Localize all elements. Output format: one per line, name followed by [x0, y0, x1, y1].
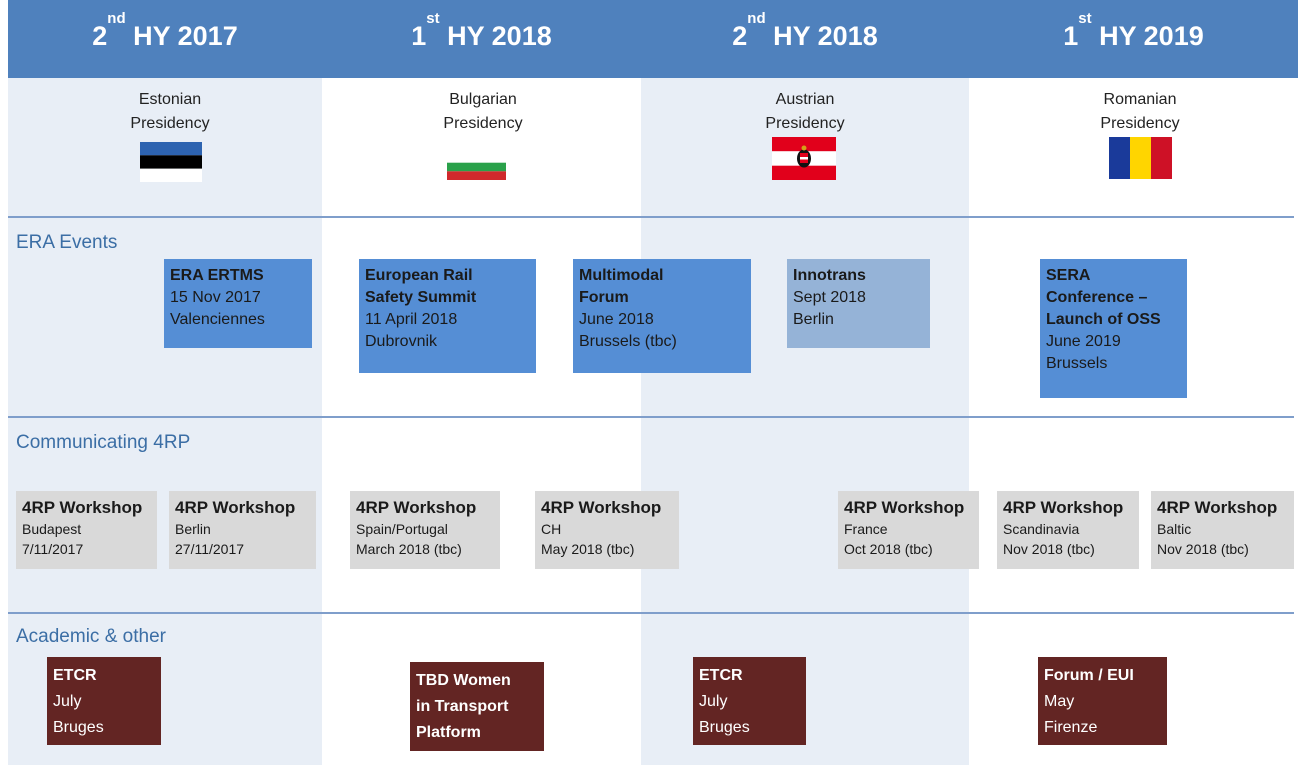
era-event-box: Innotrans Sept 2018 Berlin: [787, 259, 930, 348]
half-year-heading: 2nd HY 2017: [92, 10, 238, 51]
section-label-era-events: ERA Events: [16, 232, 118, 253]
estonia-flag: [140, 142, 202, 182]
era-event-box: SERA Conference – Launch of OSS June 201…: [1040, 259, 1187, 398]
workshop-box: 4RP Workshop Budapest 7/11/2017: [16, 491, 157, 569]
section-divider: [8, 416, 1294, 418]
academic-event-box: TBD Women in Transport Platform: [410, 662, 544, 751]
section-divider: [8, 216, 1294, 218]
section-label-academic: Academic & other: [16, 626, 166, 647]
era-event-box: ERA ERTMS 15 Nov 2017 Valenciennes: [164, 259, 312, 348]
half-year-heading: 1st HY 2018: [411, 10, 552, 51]
academic-event-box: Forum / EUI May Firenze: [1038, 657, 1167, 745]
half-year-heading: 2nd HY 2018: [732, 10, 878, 51]
section-label-communicating: Communicating 4RP: [16, 432, 191, 453]
timeline-header: [8, 0, 1298, 78]
workshop-box: 4RP Workshop Spain/Portugal March 2018 (…: [350, 491, 500, 569]
workshop-box: 4RP Workshop CH May 2018 (tbc): [535, 491, 679, 569]
romania-flag: [1109, 137, 1172, 179]
era-event-box: European Rail Safety Summit 11 April 201…: [359, 259, 536, 373]
workshop-box: 4RP Workshop Berlin 27/11/2017: [169, 491, 316, 569]
workshop-box: 4RP Workshop Baltic Nov 2018 (tbc): [1151, 491, 1294, 569]
column-shade-3: [641, 78, 969, 765]
workshop-box: 4RP Workshop Scandinavia Nov 2018 (tbc): [997, 491, 1139, 569]
bulgaria-flag: [447, 154, 506, 180]
workshop-box: 4RP Workshop France Oct 2018 (tbc): [838, 491, 979, 569]
academic-event-box: ETCR July Bruges: [47, 657, 161, 745]
half-year-heading: 1st HY 2019: [1063, 10, 1204, 51]
section-divider: [8, 612, 1294, 614]
austria-flag: [772, 137, 836, 180]
academic-event-box: ETCR July Bruges: [693, 657, 806, 745]
column-shade-1: [8, 78, 322, 765]
era-event-box: Multimodal Forum June 2018 Brussels (tbc…: [573, 259, 751, 373]
